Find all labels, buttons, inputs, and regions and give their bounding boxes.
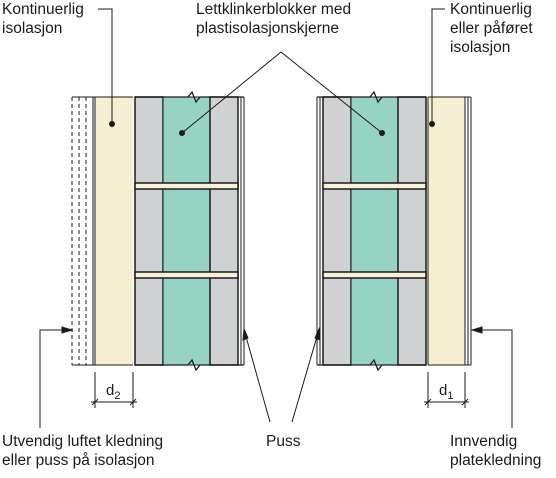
label-continuous-or-applied-insulation: Kontinuerlig eller påføret isolasjon bbox=[450, 1, 533, 56]
label-lightweight-blocks: Lettklinkerblokker med plastisolasjonskj… bbox=[196, 1, 352, 37]
leader-right-insulation bbox=[431, 8, 445, 124]
leader-left-insulation bbox=[98, 8, 113, 124]
leader-core-right bbox=[280, 51, 383, 134]
right-mortar-joint bbox=[322, 182, 427, 190]
left-block-core bbox=[162, 96, 211, 366]
left-block-column bbox=[134, 96, 239, 366]
label-interior-board: Innvendig platekledning bbox=[450, 433, 542, 469]
dimension-d2 bbox=[91, 372, 137, 408]
break-mark bbox=[317, 358, 426, 372]
label-exterior-cladding: Utvendig luftet kledning eller puss på i… bbox=[2, 433, 164, 469]
break-mark bbox=[317, 90, 426, 104]
left-mortar-joint bbox=[134, 271, 239, 279]
left-mortar-joint bbox=[134, 182, 239, 190]
leader-core-left bbox=[181, 51, 282, 134]
break-mark bbox=[135, 358, 244, 372]
right-wall bbox=[316, 90, 472, 372]
left-insulation bbox=[95, 97, 133, 365]
right-block-column bbox=[322, 96, 427, 366]
label-continuous-insulation: Kontinuerlig isolasjon bbox=[2, 1, 84, 37]
label-plaster: Puss bbox=[266, 433, 301, 450]
leader-left-cladding bbox=[39, 329, 62, 428]
left-block-outer-shell bbox=[134, 96, 164, 366]
left-wall bbox=[71, 90, 245, 372]
break-mark bbox=[135, 90, 244, 104]
right-block-outer-shell bbox=[322, 96, 352, 366]
leader-puss-right bbox=[291, 332, 319, 423]
dimension-d2-label: d2 bbox=[106, 382, 120, 402]
leader-right-board bbox=[481, 329, 513, 428]
left-block-inner-shell bbox=[209, 96, 239, 366]
right-block-inner-shell bbox=[397, 96, 427, 366]
right-block-core bbox=[350, 96, 399, 366]
right-mortar-joint bbox=[322, 271, 427, 279]
leader-puss-left bbox=[244, 332, 271, 423]
dimension-d1-label: d1 bbox=[439, 382, 453, 402]
dimension-d1 bbox=[424, 372, 469, 408]
right-insulation bbox=[428, 97, 465, 365]
leader-lines bbox=[39, 8, 513, 428]
